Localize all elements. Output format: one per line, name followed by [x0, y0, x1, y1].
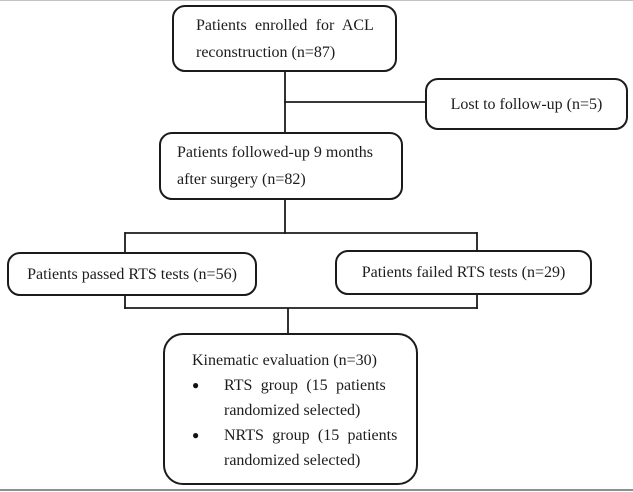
node-followed-line2: after surgery (n=82): [177, 171, 306, 188]
node-failed-rts: Patients failed RTS tests (n=29): [335, 250, 592, 295]
bullet-icon: ●: [192, 428, 200, 442]
bullet-icon: ●: [192, 378, 200, 392]
bullet-rts-line1: RTS group (15 patients: [224, 377, 386, 394]
node-failed-label: Patients failed RTS tests (n=29): [361, 264, 566, 281]
node-lost-to-followup: Lost to follow-up (n=5): [425, 78, 628, 130]
node-passed-rts: Patients passed RTS tests (n=56): [7, 252, 257, 296]
node-followed-up: Patients followed-up 9 months after surg…: [159, 132, 403, 200]
kinematic-bullet-nrts: ● NRTS group (15 patients randomized sel…: [192, 423, 406, 473]
bullet-rts-line2: randomized selected): [224, 402, 361, 419]
node-kinematic-title: Kinematic evaluation (n=30): [192, 352, 377, 369]
node-lost-label: Lost to follow-up (n=5): [450, 95, 603, 113]
node-followed-line1: Patients followed-up 9 months: [177, 144, 373, 161]
node-enrolled-line2: reconstruction (n=87): [196, 43, 336, 61]
figure-rule-top: [0, 0, 633, 1]
bullet-nrts-line2: randomized selected): [224, 452, 361, 469]
figure-rule-bottom: [0, 489, 633, 491]
node-kinematic-evaluation: Kinematic evaluation (n=30) ● RTS group …: [163, 333, 418, 485]
node-enrolled-line1: Patients enrolled for ACL: [196, 16, 374, 34]
kinematic-bullet-rts: ● RTS group (15 patients randomized sele…: [192, 373, 406, 423]
node-enrolled: Patients enrolled for ACL reconstruction…: [172, 5, 397, 72]
node-passed-label: Patients passed RTS tests (n=56): [27, 265, 237, 283]
bullet-nrts-line1: NRTS group (15 patients: [224, 427, 398, 444]
